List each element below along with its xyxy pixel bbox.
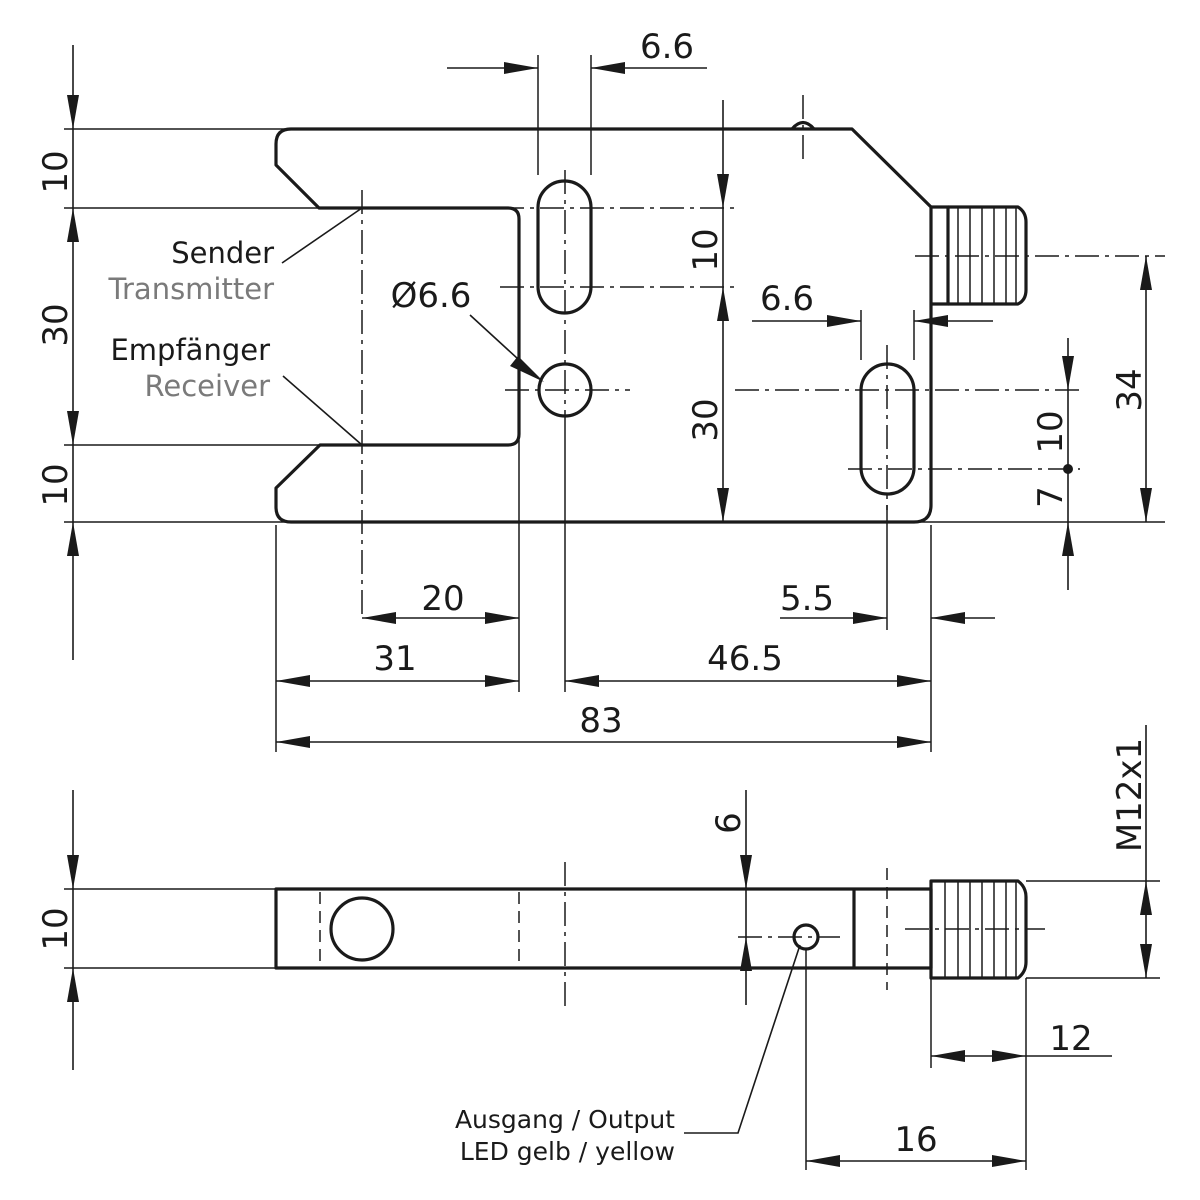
label-transmitter: Transmitter [108, 272, 275, 306]
dim-left-30: 30 [36, 303, 76, 346]
dim-slot-length: 10 [686, 228, 726, 271]
side-view: 10 6 M12x1 12 16 Ausgang / Output LED ge… [36, 725, 1160, 1170]
dim-10-right: 10 [1031, 410, 1071, 453]
dim-left-10-top: 10 [36, 150, 76, 193]
dim-right-slot-width: 6.6 [760, 279, 814, 319]
dim-7: 7 [1031, 486, 1071, 508]
housing-outline [274, 127, 933, 524]
dim-side-10: 10 [36, 907, 76, 950]
top-view: 10 30 10 6.6 10 30 Ø6.6 6.6 34 [36, 27, 1165, 752]
dim-30-right: 30 [686, 398, 726, 441]
dim-46-5: 46.5 [707, 639, 783, 679]
dim-top-slot-width: 6.6 [640, 27, 694, 67]
dim-5-5: 5.5 [780, 579, 834, 619]
dim-12: 12 [1049, 1019, 1092, 1059]
dim-20: 20 [421, 579, 464, 619]
dim-thread: M12x1 [1110, 738, 1150, 852]
dim-34: 34 [1110, 368, 1150, 411]
label-receiver: Receiver [145, 369, 271, 403]
label-empfaenger: Empfänger [110, 333, 270, 367]
dim-6: 6 [709, 812, 749, 834]
label-output: Ausgang / Output [455, 1105, 675, 1134]
dim-hole-dia: Ø6.6 [391, 276, 472, 316]
label-led: LED gelb / yellow [460, 1137, 675, 1166]
dim-16: 16 [894, 1120, 937, 1160]
top-bump [790, 120, 816, 131]
dim-83: 83 [579, 701, 622, 741]
label-sender: Sender [171, 236, 274, 270]
dim-left-10-bottom: 10 [36, 463, 76, 506]
side-hole [329, 896, 395, 962]
dim-31: 31 [373, 639, 416, 679]
